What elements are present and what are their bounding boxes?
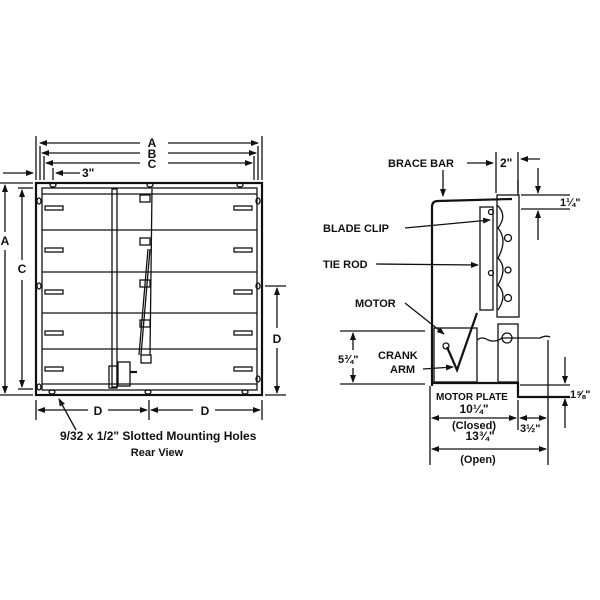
- tie-rod-rear: [138, 188, 153, 364]
- dimension-a-top: A: [35, 136, 263, 180]
- dim-b-label: B: [148, 147, 157, 161]
- dim-1-1-4-label: 1¼": [560, 197, 581, 209]
- motor-plate: [432, 381, 570, 399]
- arm-label: ARM: [390, 364, 415, 376]
- blade-nuts: [503, 233, 513, 303]
- closed-label: (Closed): [452, 420, 496, 432]
- dim-d-bottom-left-label: D: [94, 404, 103, 418]
- crank-arm: [445, 312, 479, 374]
- dimension-b: B: [39, 146, 259, 180]
- dim-d-side-label: D: [273, 332, 282, 346]
- dimension-c-side: C: [18, 187, 33, 390]
- dimension-a-side: A: [0, 182, 33, 396]
- motor-plate-label: MOTOR PLATE: [436, 392, 508, 403]
- dim-10-1-4-label: 10¼": [459, 402, 488, 416]
- side-view: BRACE BAR 2" 1¼" BLADE CLIP TIE ROD MOTO…: [323, 152, 591, 466]
- frame-upper: [496, 194, 520, 318]
- dimension-d-bottom: D D: [35, 400, 263, 420]
- holes-leader-arrow: [58, 398, 77, 431]
- dimension-5-3-4: 5¾": [338, 330, 425, 385]
- brace-bar-label: BRACE BAR: [388, 158, 454, 170]
- dim-a-side-label: A: [1, 234, 10, 248]
- dimension-c-top: C: [43, 156, 255, 180]
- crank-label: CRANK: [378, 350, 418, 362]
- dim-c-side-label: C: [18, 262, 27, 276]
- brace-bar: [430, 197, 513, 386]
- motor-label: MOTOR: [355, 298, 396, 310]
- brace-bar-rear: [111, 188, 118, 388]
- blade-profile: [496, 204, 504, 311]
- tie-rod-label: TIE ROD: [323, 259, 368, 271]
- open-label: (Open): [460, 454, 496, 466]
- blade-pivots: [44, 205, 253, 372]
- dim-d-bottom-right-label: D: [201, 404, 210, 418]
- motor-box: [433, 327, 478, 383]
- inner-frame: [41, 187, 258, 391]
- dim-3in-label: 3": [82, 166, 94, 180]
- dim-a-top-label: A: [148, 136, 157, 150]
- holes-note: 9/32 x 1/2" Slotted Mounting Holes: [60, 429, 257, 443]
- rear-view: A B C 3" A: [0, 136, 286, 459]
- blade-clip-label: BLADE CLIP: [323, 223, 389, 235]
- dim-5-3-4-label: 5¾": [338, 354, 359, 366]
- mounting-holes: [36, 182, 261, 395]
- dimension-1-1-4: 1¼": [521, 168, 581, 240]
- dim-1-5-8-label: 1⅝": [570, 389, 591, 401]
- blade-lines: [42, 193, 257, 385]
- dim-2in-label: 2": [500, 156, 512, 170]
- dimension-1-5-8: 1⅝": [562, 357, 591, 428]
- wire: [476, 335, 551, 342]
- motor-rear: [108, 361, 137, 389]
- dimension-depths: 10¼" (Closed) 3½" 13¾" (Open): [429, 340, 549, 466]
- tie-rod: [479, 206, 494, 311]
- dimension-2in: 2": [495, 152, 540, 193]
- dim-13-3-4-label: 13¾": [465, 429, 494, 443]
- rear-view-caption: Rear View: [131, 447, 184, 459]
- dimension-d-side: D: [265, 285, 286, 396]
- dimension-3in: 3": [3, 166, 94, 180]
- dim-c-top-label: C: [148, 157, 157, 171]
- dim-3-1-2-label: 3½": [520, 423, 541, 435]
